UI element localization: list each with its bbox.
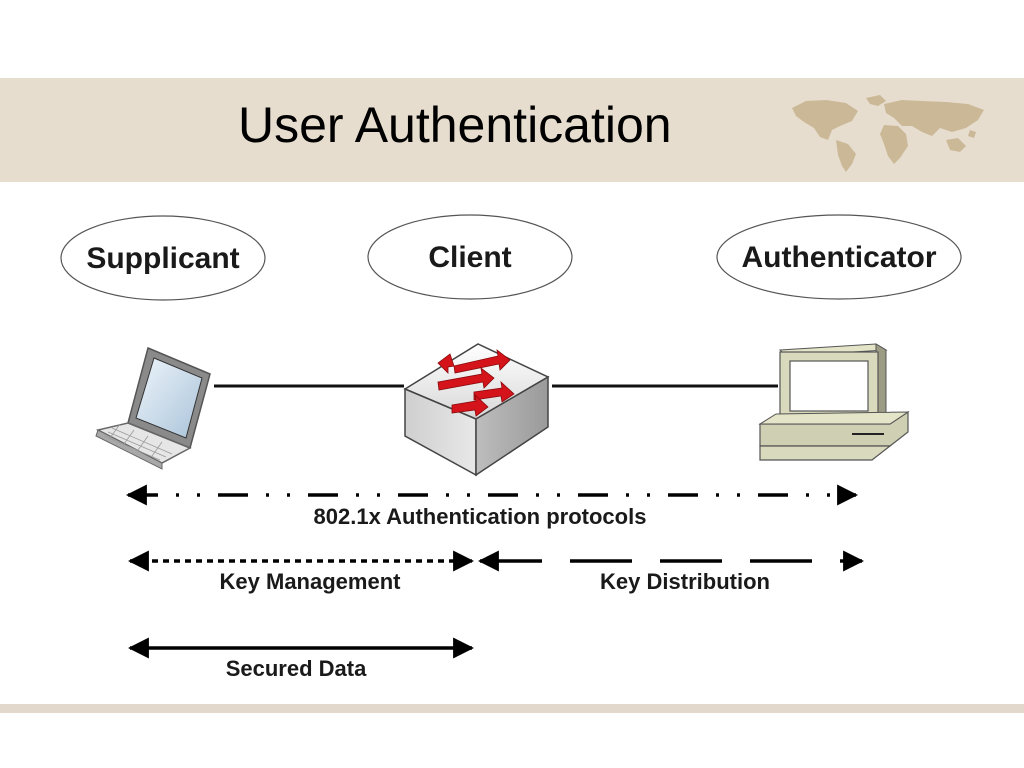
network-switch-icon <box>403 343 550 477</box>
key-distribution-arrow: Key Distribution <box>477 550 865 594</box>
key-distribution-label: Key Distribution <box>600 569 770 594</box>
secured-data-label: Secured Data <box>226 656 367 681</box>
protocols-arrow: 802.1x Authentication protocols <box>125 484 859 529</box>
header-band <box>0 78 1024 182</box>
supplicant-role: Supplicant <box>60 215 266 301</box>
client-role: Client <box>367 214 573 300</box>
client-label: Client <box>428 241 511 274</box>
world-map-icon <box>792 95 984 172</box>
desktop-computer-icon <box>758 343 910 461</box>
footer-band <box>0 704 1024 713</box>
key-management-arrow: Key Management <box>127 550 475 594</box>
slide-title: User Authentication <box>238 97 672 153</box>
supplicant-label: Supplicant <box>86 242 239 275</box>
key-management-label: Key Management <box>220 569 402 594</box>
laptop-icon <box>95 346 211 470</box>
secured-data-arrow: Secured Data <box>127 637 475 681</box>
protocols-label: 802.1x Authentication protocols <box>314 504 647 529</box>
authenticator-label: Authenticator <box>742 241 937 274</box>
authenticator-role: Authenticator <box>716 214 962 300</box>
